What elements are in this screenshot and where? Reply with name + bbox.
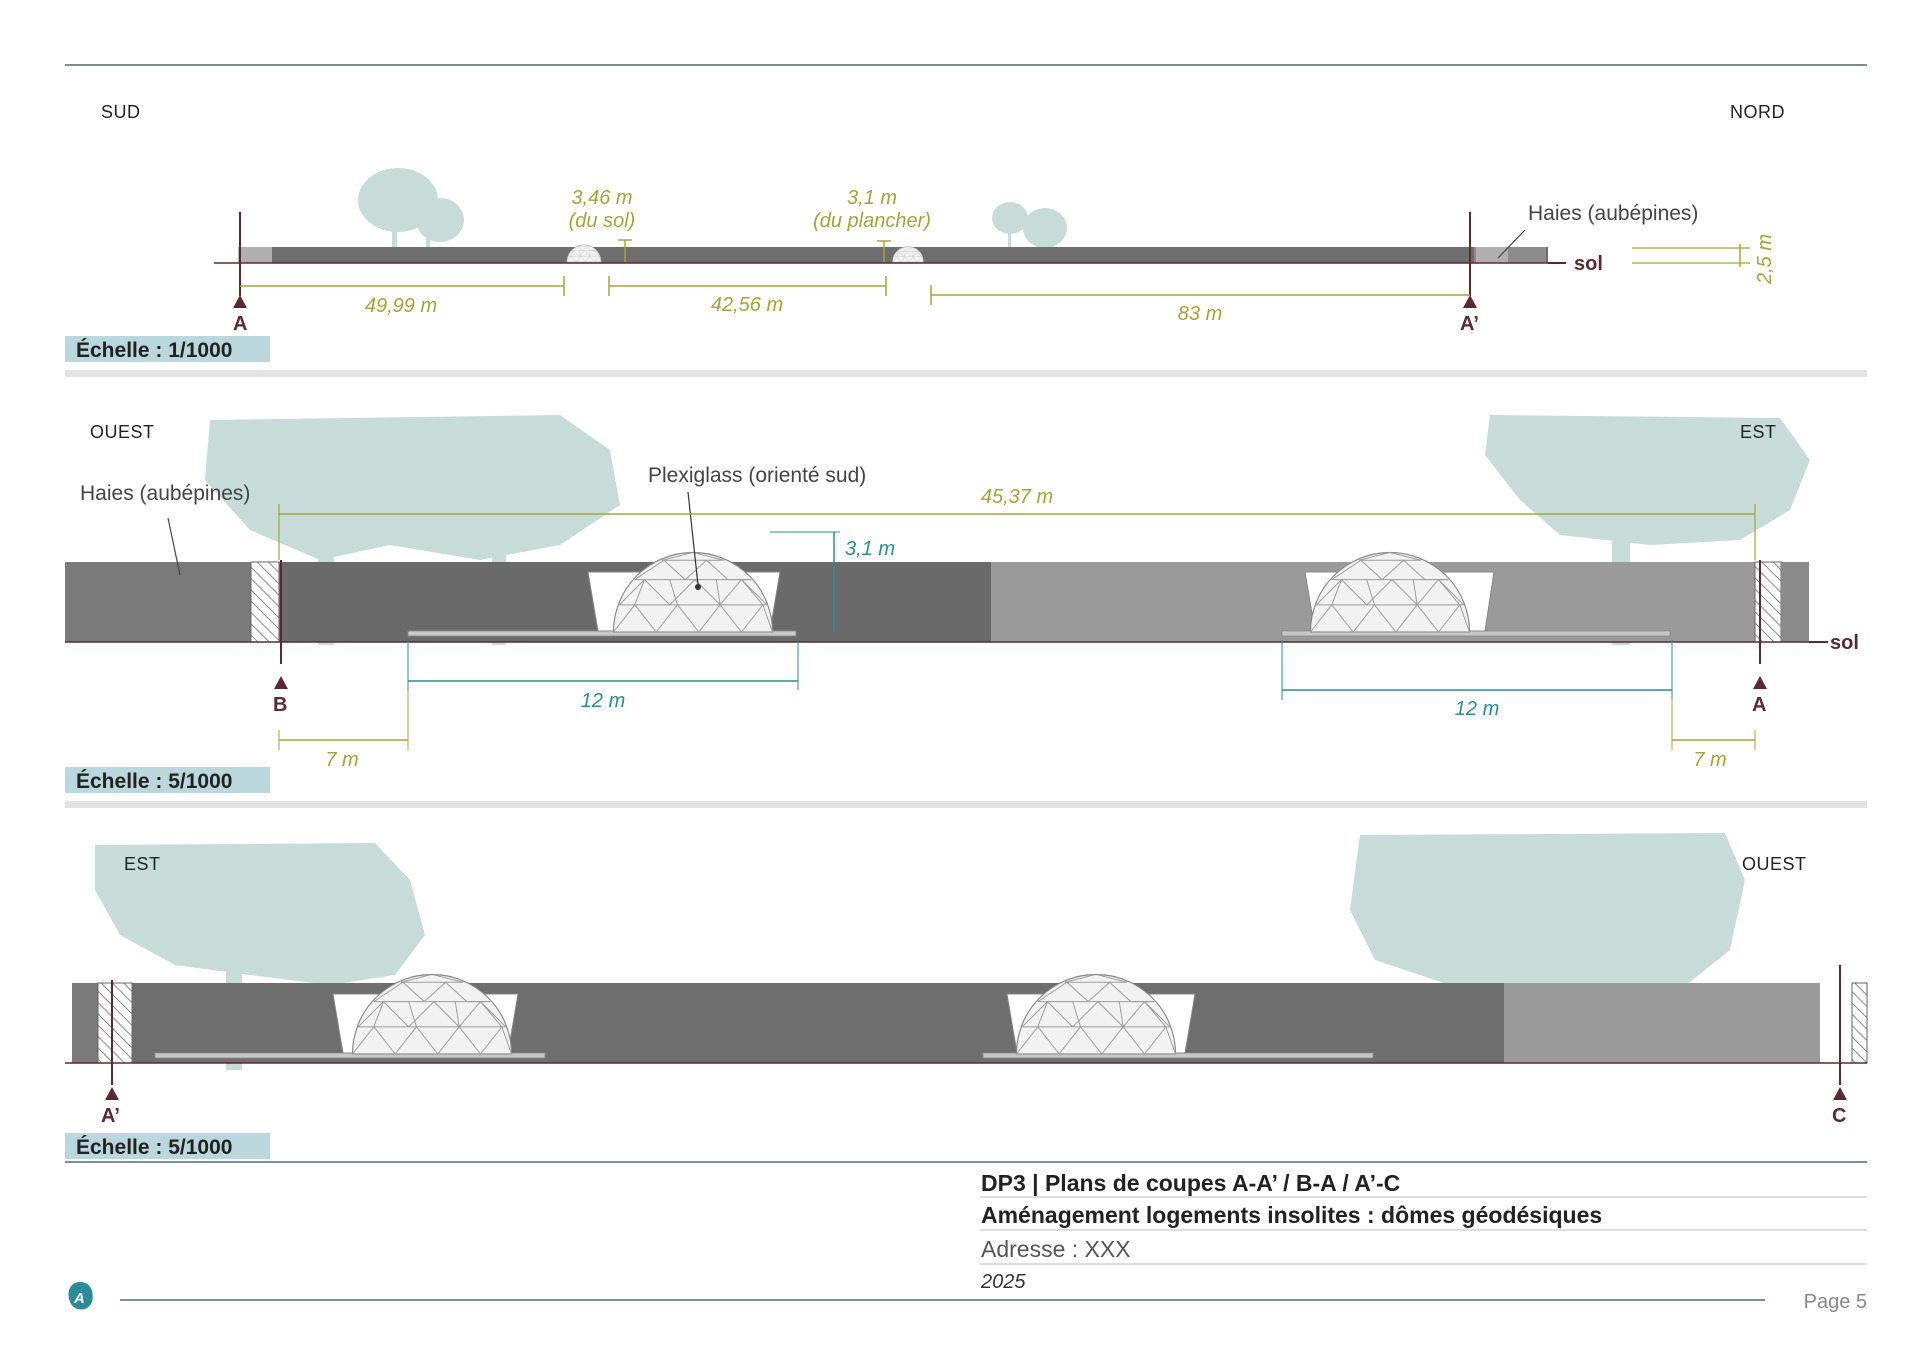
- divider-2: [65, 801, 1867, 808]
- section1-hedge-label: Haies (aubépines): [1528, 202, 1698, 225]
- section3-left-label: EST: [124, 854, 161, 874]
- section3-scale-badge: [65, 1133, 270, 1159]
- section2-hedge-label: Haies (aubépines): [80, 482, 250, 505]
- section3-trees: [95, 833, 1745, 1070]
- section1-marker-left: A: [233, 313, 247, 335]
- section2-offset-right-dim: 7 m: [1693, 749, 1726, 771]
- section3-right-label: OUEST: [1742, 854, 1807, 874]
- section1-left-label: SUD: [101, 102, 141, 122]
- section3-marker-right: C: [1832, 1105, 1846, 1127]
- section-2: OUEST EST sol Haies (aubépines) Plexigla…: [65, 415, 1859, 793]
- footer: A Page 5: [68, 1282, 1867, 1313]
- section1-scale: Échelle : 1/1000: [76, 339, 232, 362]
- title-line-4: 2025: [980, 1271, 1026, 1293]
- section-3: EST OUEST A’ C Échelle : 5/1000: [65, 833, 1868, 1159]
- section2-scale-badge: [65, 767, 270, 793]
- section2-right-label: EST: [1740, 422, 1777, 442]
- section2-marker-right: A: [1752, 694, 1766, 716]
- section2-offset-dimensions: [278, 690, 1756, 750]
- divider-1: [65, 370, 1867, 377]
- title-line-1: DP3 | Plans de coupes A-A’ / B-A / A’-C: [981, 1170, 1400, 1196]
- section1-right-label: NORD: [1730, 102, 1785, 122]
- section1-dome1-height: 3,46 m: [571, 187, 632, 209]
- section1-hedge-height: 2,5 m: [1754, 234, 1776, 285]
- section2-ground-label: sol: [1830, 632, 1859, 654]
- section1-scale-badge: [65, 336, 270, 362]
- section3-ground-light: [1504, 983, 1820, 1063]
- section1-dim-3: 83 m: [1178, 303, 1222, 325]
- section2-offset-left-dim: 7 m: [325, 749, 358, 771]
- page-number: Page 5: [1804, 1291, 1867, 1313]
- section2-platform-left-dim: 12 m: [581, 690, 625, 712]
- section2-left-ground: [65, 562, 251, 642]
- section2-marker-left: B: [273, 694, 287, 716]
- section1-dome1-height-note: (du sol): [569, 210, 636, 232]
- title-line-3: Adresse : XXX: [981, 1236, 1131, 1262]
- section2-dome-height: 3,1 m: [845, 538, 895, 560]
- section1-dome2-height-note: (du plancher): [813, 210, 931, 232]
- section1-dome2-height: 3,1 m: [847, 187, 897, 209]
- section1-ground-label: sol: [1574, 253, 1603, 275]
- section2-total-dim: 45,37 m: [981, 486, 1053, 508]
- section1-ground: [238, 247, 1548, 263]
- section1-trees: [358, 168, 1067, 260]
- section-1: SUD NORD sol A A’ 3,46 m: [65, 102, 1785, 362]
- section1-dim-1: 49,99 m: [365, 295, 437, 317]
- section2-platform-dimensions: [407, 640, 1673, 700]
- section2-left-label: OUEST: [90, 422, 155, 442]
- logo-letter: A: [73, 1290, 85, 1307]
- section1-dim-2: 42,56 m: [711, 294, 783, 316]
- section2-platform-right-dim: 12 m: [1455, 698, 1499, 720]
- section2-scale: Échelle : 5/1000: [76, 770, 232, 793]
- title-block: DP3 | Plans de coupes A-A’ / B-A / A’-C …: [65, 1161, 1867, 1293]
- section1-marker-right: A’: [1460, 313, 1479, 335]
- section1-dimensions: [240, 276, 1470, 305]
- section2-plexi-label: Plexiglass (orienté sud): [648, 464, 866, 487]
- title-line-2: Aménagement logements insolites : dômes …: [981, 1202, 1602, 1228]
- logo: A: [68, 1282, 93, 1310]
- section3-scale: Échelle : 5/1000: [76, 1136, 232, 1159]
- section3-marker-left: A’: [101, 1105, 120, 1127]
